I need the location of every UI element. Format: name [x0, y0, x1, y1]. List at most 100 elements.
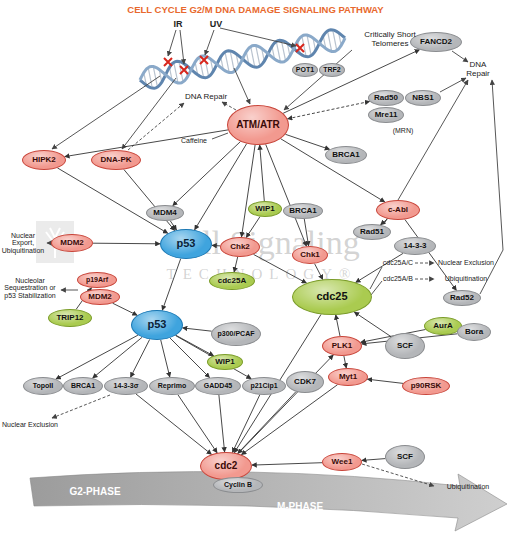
node-label: Chk1 — [300, 251, 320, 259]
exclusion-leader — [415, 263, 434, 264]
protein-node: TRF2 — [319, 63, 345, 77]
annotation-label: Nuclear Exclusion — [0, 421, 60, 429]
node-label: Wee1 — [332, 458, 353, 466]
annotation-label: Caffeine — [174, 137, 214, 145]
diagram-title: CELL CYCLE G2/M DNA DAMAGE SIGNALING PAT… — [0, 4, 511, 15]
protein-node: MDM4 — [146, 205, 184, 221]
signal-arrow — [260, 145, 265, 201]
protein-node: p19Arf — [77, 272, 117, 288]
phase-band — [30, 472, 507, 531]
helix-strand — [140, 35, 345, 83]
node-label: TRF2 — [323, 66, 341, 73]
protein-node: Cyclin B — [213, 477, 263, 493]
signal-arrow — [381, 219, 388, 225]
signal-arrow — [173, 142, 241, 206]
protein-node: Mre11 — [368, 107, 404, 123]
node-label: HIPK2 — [32, 156, 56, 164]
node-label: WIP1 — [215, 358, 235, 366]
cdc25-leader — [371, 281, 382, 295]
node-label: p19Arf — [86, 276, 108, 283]
protein-node: TopoII — [23, 377, 63, 395]
repair-leader — [222, 102, 236, 110]
watermark-text: TECHNOLOGY® — [97, 266, 427, 283]
node-label: BRCA1 — [289, 207, 317, 215]
protein-node: BRCA1 — [325, 146, 367, 164]
signal-arrow — [93, 243, 160, 245]
ray-arrow — [168, 30, 176, 56]
node-label: p21Cip1 — [250, 382, 277, 389]
node-label: ATM/ATR — [236, 120, 280, 131]
annotation-label: Ubiquitination — [435, 275, 497, 283]
signal-arrow — [362, 459, 386, 461]
protein-node: HIPK2 — [22, 150, 66, 170]
damage-x — [164, 58, 172, 66]
protein-node: POT1 — [292, 63, 318, 77]
annotation-label: cdc25A/C — [381, 259, 415, 267]
protein-node: p53 — [160, 229, 212, 259]
protein-node: NBS1 — [405, 90, 441, 106]
node-label: Myt1 — [339, 373, 357, 381]
annotation-label: G2-PHASE — [65, 486, 125, 497]
node-label: p90RSK — [411, 382, 442, 390]
protein-node: Bora — [457, 323, 491, 341]
signal-arrow — [344, 356, 346, 368]
inhibit-leader — [212, 133, 228, 139]
node-label: Rad52 — [450, 294, 474, 302]
annotation-label: IR — [168, 19, 188, 29]
signal-arrow — [288, 101, 370, 118]
signal-arrow — [285, 134, 329, 149]
exclusion-leader — [52, 395, 110, 418]
protein-node: WIP1 — [248, 201, 282, 217]
node-label: SCF — [397, 342, 413, 350]
protein-node: PLK1 — [322, 336, 362, 356]
protein-node: CDK7 — [286, 371, 324, 393]
node-label: p53 — [177, 238, 196, 250]
helix-strand — [140, 30, 345, 89]
signal-arrow — [161, 340, 170, 377]
protein-node: 14-3-3 — [394, 237, 436, 255]
protein-node: BRCA1 — [63, 377, 103, 395]
node-label: p300/PCAF — [218, 330, 255, 337]
annotation-label: cdc25A/B — [381, 275, 415, 283]
node-label: TRIP12 — [56, 314, 83, 322]
node-label: Rad51 — [360, 228, 384, 236]
signal-arrow — [183, 328, 212, 331]
signal-arrow — [336, 315, 340, 336]
layout-arrows — [47, 28, 503, 486]
protein-node: GADD45 — [195, 377, 241, 395]
node-label: BRCA1 — [332, 151, 360, 159]
signal-arrow — [113, 303, 138, 315]
node-label: p53 — [148, 319, 167, 331]
ray-arrow — [205, 30, 214, 55]
signal-arrow — [252, 463, 322, 465]
repair-leader — [452, 51, 468, 62]
annotation-label: Nuclear Export, Ubiquitination — [0, 232, 46, 255]
protein-node: p21Cip1 — [242, 377, 286, 395]
protein-node: ATM/ATR — [227, 105, 289, 145]
protein-node: p300/PCAF — [211, 322, 261, 346]
node-label: cdc25A — [218, 277, 246, 285]
protein-node: c-Abl — [376, 200, 420, 220]
signal-arrow — [57, 168, 167, 233]
repair-leader — [128, 103, 184, 150]
damage-marks — [164, 44, 304, 74]
ray-arrow — [220, 28, 296, 46]
annotation-label: Critically Short Telomeres — [350, 31, 430, 49]
node-label: Cyclin B — [224, 481, 252, 488]
protein-node: Reprimo — [149, 377, 195, 395]
signal-arrow — [136, 394, 212, 454]
node-label: CDK7 — [294, 378, 316, 386]
annotation-label: UV — [206, 19, 226, 29]
annotation-label: (MRN) — [383, 127, 423, 135]
protein-node: DNA-PK — [91, 150, 141, 170]
node-label: GADD45 — [204, 382, 232, 389]
signal-arrow — [219, 395, 225, 452]
signal-arrow — [178, 395, 217, 453]
damage-x — [296, 44, 304, 52]
signal-arrow — [65, 130, 228, 157]
node-label: 14-3-3 — [403, 242, 426, 250]
signal-leader — [122, 78, 176, 149]
node-label: Chk2 — [230, 243, 250, 251]
